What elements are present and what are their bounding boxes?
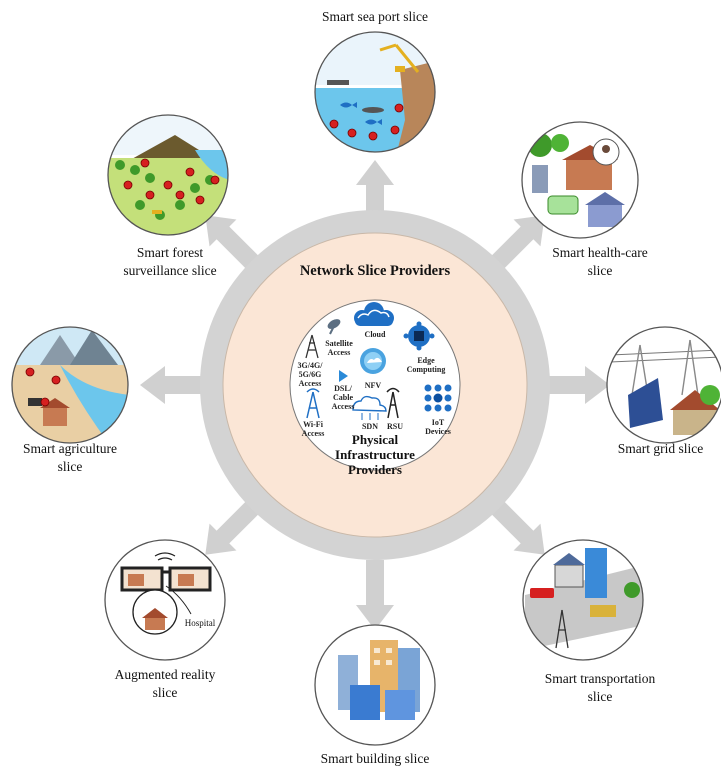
hospital-sign-label: Hospital xyxy=(184,618,216,628)
cloud-icon xyxy=(354,302,394,326)
sea-port-illustration xyxy=(314,31,436,153)
arrow-east xyxy=(540,366,610,404)
grid-slice-label: Smart grid slice xyxy=(617,441,704,456)
grid-illustration xyxy=(606,326,721,444)
infrastructure-icons xyxy=(305,302,452,420)
wifi-tower-icon xyxy=(306,388,320,419)
dsl-icon xyxy=(339,370,348,382)
building-slice-label: Smart building slice xyxy=(320,751,430,766)
arrow-south xyxy=(356,560,394,630)
satellite-icon xyxy=(327,319,341,335)
building-illustration xyxy=(314,624,436,746)
sea-port-slice-label: Smart sea port slice xyxy=(321,9,429,24)
transportation-illustration xyxy=(522,539,644,661)
rsu-label: RSU xyxy=(386,422,403,431)
augmented-reality-illustration xyxy=(104,539,226,661)
cloud-label: Cloud xyxy=(364,330,386,339)
edge-computing-icon xyxy=(403,321,435,351)
sdn-icon xyxy=(352,395,387,420)
nfv-icon xyxy=(360,348,386,374)
agriculture-illustration xyxy=(11,326,129,444)
health-care-illustration xyxy=(521,121,639,239)
iot-devices-icon xyxy=(424,384,452,412)
arrow-west xyxy=(140,366,210,404)
sdn-label: SDN xyxy=(361,422,378,431)
network-slice-providers-title: Network Slice Providers xyxy=(299,263,451,279)
cell-tower-icon xyxy=(305,334,319,359)
physical-infrastructure-title: Physical Infrastructure Providers xyxy=(335,432,415,477)
nfv-label: NFV xyxy=(364,381,382,390)
rsu-icon xyxy=(386,387,400,419)
